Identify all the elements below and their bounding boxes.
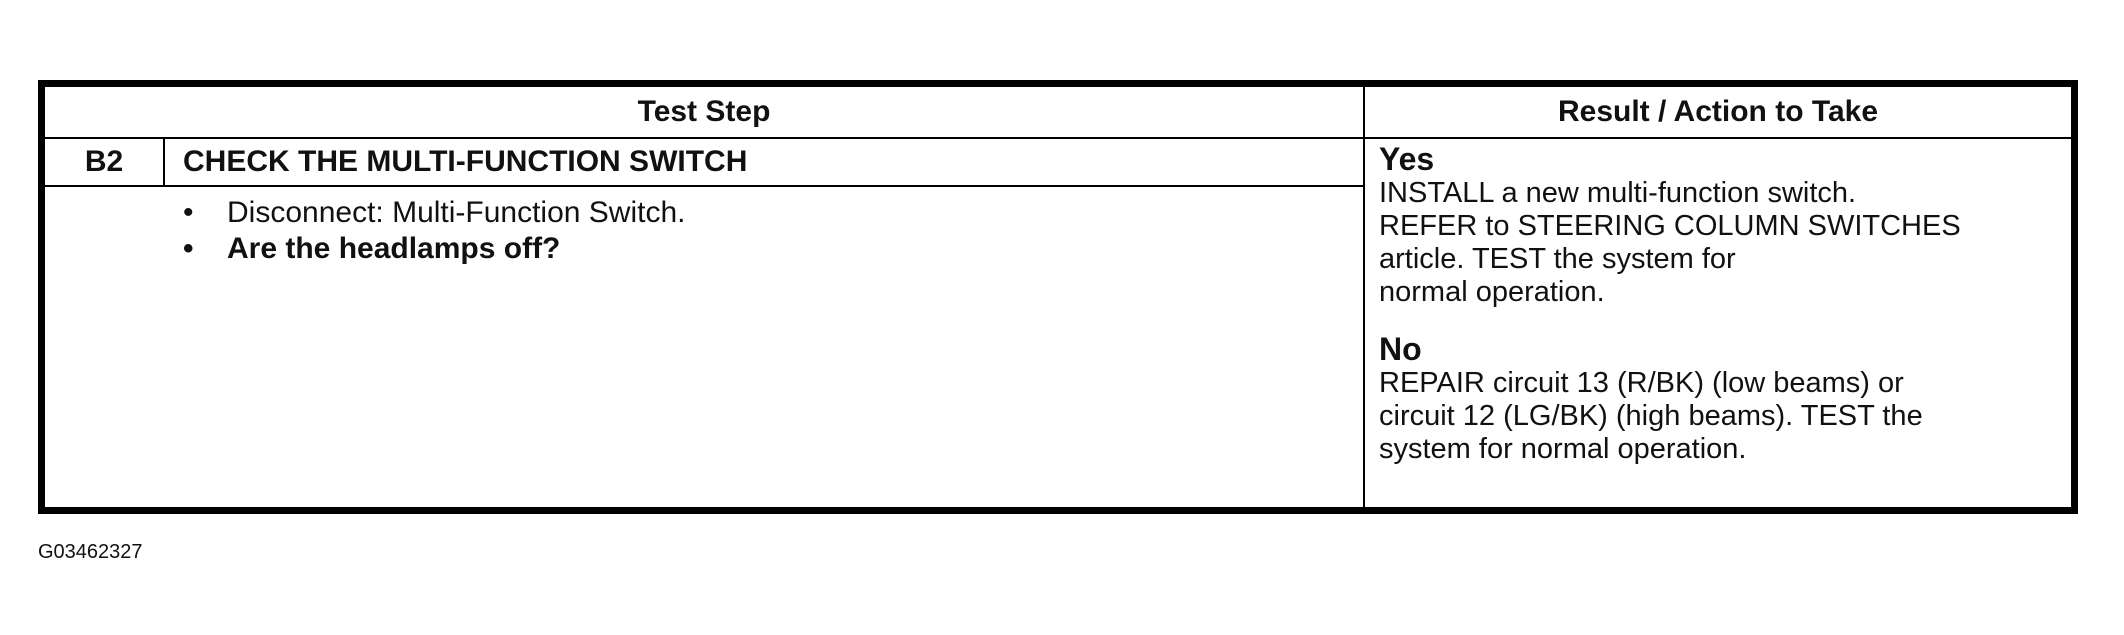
instruction-question: • Are the headlamps off?: [175, 231, 1345, 267]
step-title: CHECK THE MULTI-FUNCTION SWITCH: [183, 145, 748, 178]
instruction-text: Disconnect: Multi-Function Switch.: [227, 196, 686, 229]
step-instructions: • Disconnect: Multi-Function Switch. • A…: [175, 195, 1345, 267]
column-divider: [1363, 87, 1365, 507]
diagnostic-table: Test Step Result / Action to Take B2 CHE…: [38, 80, 2078, 514]
step-title-row: B2 CHECK THE MULTI-FUNCTION SWITCH: [45, 139, 1363, 187]
result-yes-text: INSTALL a new multi-function switch. REF…: [1379, 177, 1961, 308]
bullet-icon: •: [183, 196, 194, 229]
step-id: B2: [45, 139, 165, 185]
result-yes: Yes INSTALL a new multi-function switch.…: [1379, 141, 2069, 309]
question-text: Are the headlamps off?: [227, 232, 561, 265]
table-header-row: Test Step Result / Action to Take: [45, 87, 2071, 139]
result-column: Yes INSTALL a new multi-function switch.…: [1379, 141, 2069, 466]
result-yes-label: Yes: [1379, 141, 1435, 177]
header-test-step: Test Step: [637, 95, 771, 128]
bullet-icon: •: [183, 232, 194, 265]
instruction-item: • Disconnect: Multi-Function Switch.: [175, 195, 1345, 231]
result-no-text: REPAIR circuit 13 (R/BK) (low beams) or …: [1379, 367, 1923, 465]
figure-id: G03462327: [38, 541, 143, 563]
result-no: No REPAIR circuit 13 (R/BK) (low beams) …: [1379, 331, 2069, 466]
header-result-action: Result / Action to Take: [1557, 95, 1879, 128]
result-no-label: No: [1379, 331, 1422, 367]
